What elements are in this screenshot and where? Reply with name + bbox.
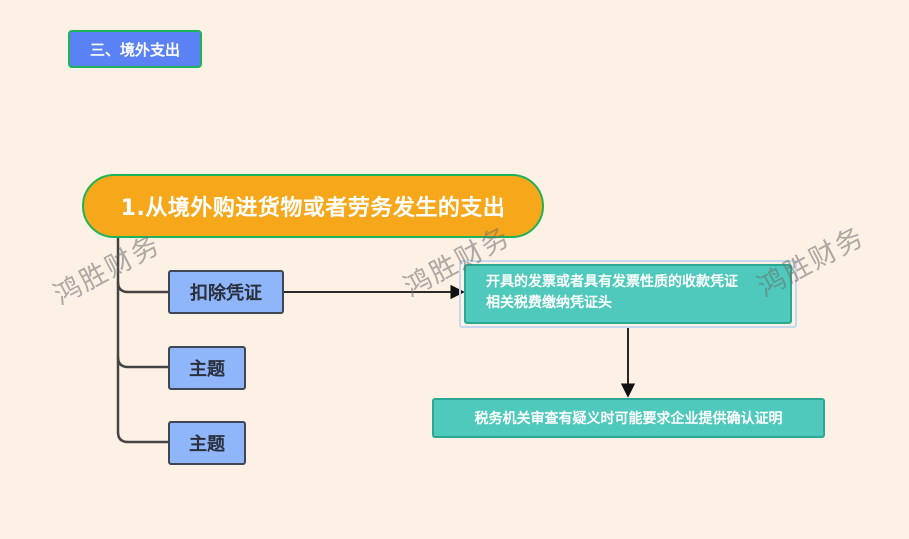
tree-trunk-line [116,238,168,444]
root-topic[interactable]: 1.从境外购进货物或者劳务发生的支出 [82,174,544,238]
section-tag[interactable]: 三、境外支出 [68,30,202,68]
sub-topic-deduction-voucher[interactable]: 扣除凭证 [168,270,284,314]
branch-line-1 [116,281,168,294]
sub-topic-3[interactable]: 主题 [168,421,246,465]
note-invoice-line-2: 相关税费缴纳凭证头 [486,295,612,311]
sub-topic-2[interactable]: 主题 [168,346,246,390]
note-tax-authority-review[interactable]: 税务机关审查有疑义时可能要求企业提供确认证明 [432,398,825,438]
note-invoice-types[interactable]: 开具的发票或者具有发票性质的收款凭证 相关税费缴纳凭证头 [464,264,792,324]
branch-line-2 [116,356,168,369]
note-invoice-line-1: 开具的发票或者具有发票性质的收款凭证 [486,274,738,290]
note-selection-frame [459,260,797,328]
